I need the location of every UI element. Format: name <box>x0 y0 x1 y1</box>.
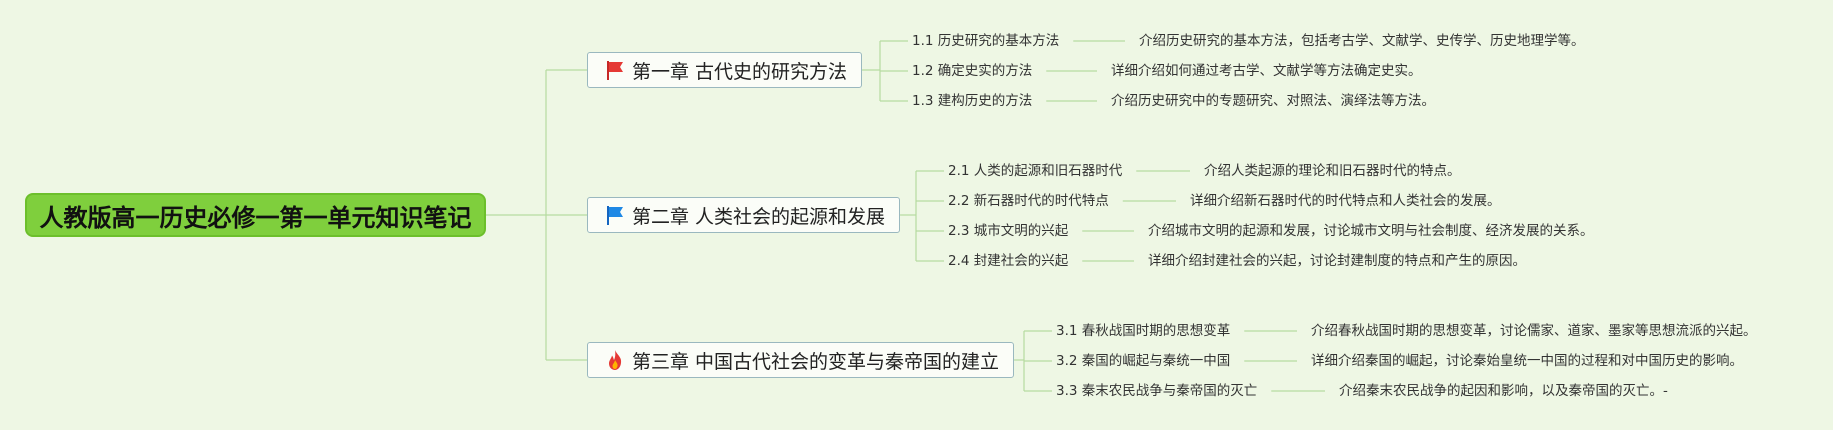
chapter-3-title: 第三章 中国古代社会的变革与秦帝国的建立 <box>632 350 1000 373</box>
topic-3-2[interactable]: 3.2 秦国的崛起与秦统一中国 <box>1056 353 1231 369</box>
topic-2-4-desc[interactable]: 详细介绍封建社会的兴起，讨论封建制度的特点和产生的原因。 <box>1148 253 1526 269</box>
topic-2-4[interactable]: 2.4 封建社会的兴起 <box>948 253 1069 269</box>
chapter-1-title: 第一章 古代史的研究方法 <box>632 60 848 83</box>
topic-3-1-desc[interactable]: 介绍春秋战国时期的思想变革，讨论儒家、道家、墨家等思想流派的兴起。 <box>1311 323 1757 339</box>
red-flag-icon <box>604 59 626 81</box>
topic-1-2[interactable]: 1.2 确定史实的方法 <box>912 63 1033 79</box>
chapter-1-node[interactable]: 第一章 古代史的研究方法 <box>587 52 863 88</box>
topic-1-1[interactable]: 1.1 历史研究的基本方法 <box>912 33 1060 49</box>
topic-2-2-desc[interactable]: 详细介绍新石器时代的时代特点和人类社会的发展。 <box>1190 193 1501 209</box>
topic-3-2-desc[interactable]: 详细介绍秦国的崛起，讨论秦始皇统一中国的过程和对中国历史的影响。 <box>1311 353 1743 369</box>
chapter-3-node[interactable]: 第三章 中国古代社会的变革与秦帝国的建立 <box>587 342 1015 378</box>
root-topic[interactable]: 人教版高一历史必修一第一单元知识笔记 <box>25 193 486 237</box>
topic-1-2-desc[interactable]: 详细介绍如何通过考古学、文献学等方法确定史实。 <box>1111 63 1422 79</box>
topic-2-2[interactable]: 2.2 新石器时代的时代特点 <box>948 193 1109 209</box>
topic-2-1-desc[interactable]: 介绍人类起源的理论和旧石器时代的特点。 <box>1204 163 1461 179</box>
chapter-2-title: 第二章 人类社会的起源和发展 <box>632 205 886 228</box>
topic-1-3[interactable]: 1.3 建构历史的方法 <box>912 93 1033 109</box>
topic-2-3[interactable]: 2.3 城市文明的兴起 <box>948 223 1069 239</box>
chapter-2-node[interactable]: 第二章 人类社会的起源和发展 <box>587 197 901 233</box>
topic-1-3-desc[interactable]: 介绍历史研究中的专题研究、对照法、演绎法等方法。 <box>1111 93 1435 109</box>
blue-flag-icon <box>604 204 626 226</box>
topic-2-3-desc[interactable]: 介绍城市文明的起源和发展，讨论城市文明与社会制度、经济发展的关系。 <box>1148 223 1594 239</box>
topic-3-1[interactable]: 3.1 春秋战国时期的思想变革 <box>1056 323 1231 339</box>
topic-1-1-desc[interactable]: 介绍历史研究的基本方法，包括考古学、文献学、史传学、历史地理学等。 <box>1139 33 1585 49</box>
topic-3-3[interactable]: 3.3 秦末农民战争与秦帝国的灭亡 <box>1056 383 1258 399</box>
root-title: 人教版高一历史必修一第一单元知识笔记 <box>39 203 472 232</box>
topic-2-1[interactable]: 2.1 人类的起源和旧石器时代 <box>948 163 1123 179</box>
topic-3-3-desc[interactable]: 介绍秦末农民战争的起因和影响，以及秦帝国的灭亡。- <box>1339 383 1668 399</box>
fire-icon <box>604 349 626 371</box>
